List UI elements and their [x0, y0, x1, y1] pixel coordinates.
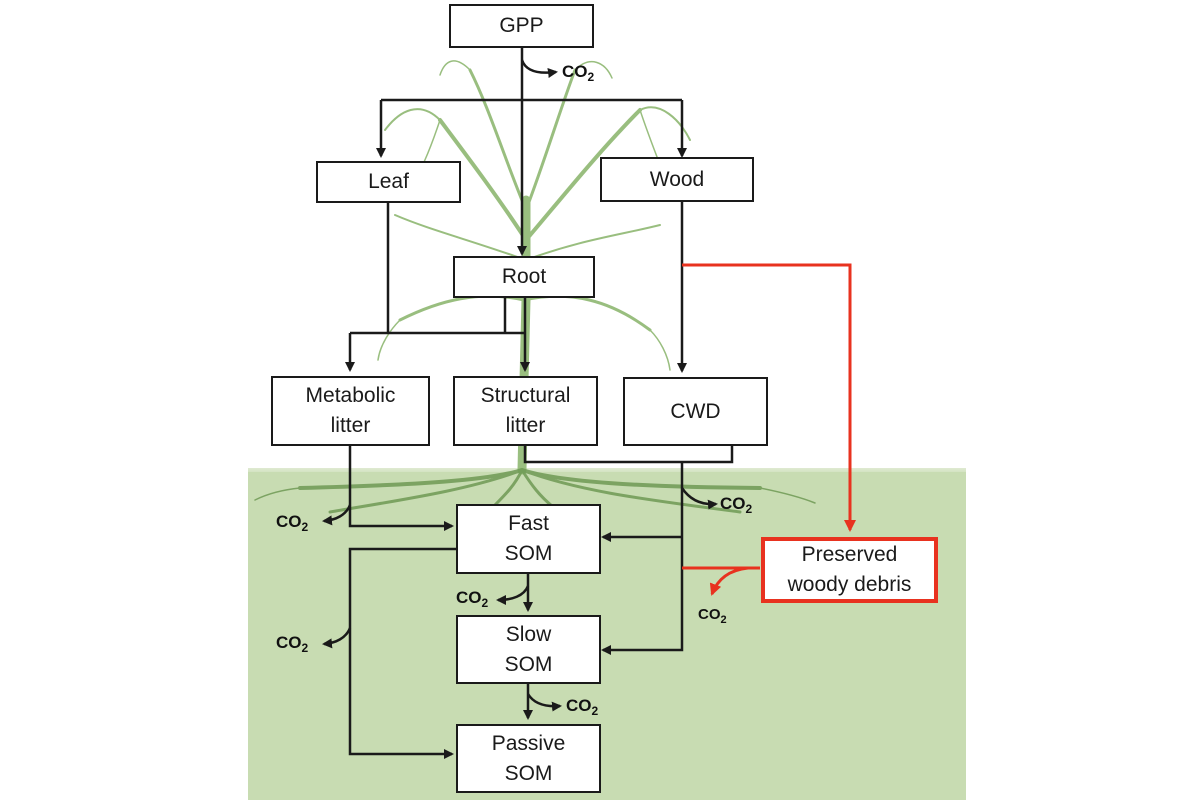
slow-som-box: Slow SOM — [456, 615, 601, 684]
cwd-box: CWD — [623, 377, 768, 446]
co2-label-fast: CO2 — [456, 588, 489, 610]
arrow-slow-co2 — [526, 693, 562, 712]
metabolic-litter-box: Metabolic litter — [271, 376, 430, 446]
arrow-metabolic-fast — [348, 446, 454, 531]
co2-label-gpp: CO2 — [562, 62, 595, 84]
structural-cwd-link — [523, 446, 734, 464]
root-box: Root — [453, 256, 595, 298]
structural-litter-box: Structural litter — [453, 376, 598, 446]
leaf-box: Leaf — [316, 161, 461, 203]
arrow-preserved-co2 — [709, 566, 749, 596]
co2-label-fast-passive: CO2 — [276, 633, 309, 655]
arrow-fast-co2 — [496, 585, 530, 605]
arrow-metabolic-co2 — [322, 504, 352, 526]
co2-label-metabolic: CO2 — [276, 512, 309, 534]
arrow-cwd-co2 — [680, 487, 718, 510]
co2-label-preserved: CO2 — [698, 606, 727, 626]
gpp-box: GPP — [449, 4, 594, 48]
co2-label-cwd: CO2 — [720, 494, 753, 516]
arrow-fast-passive — [348, 547, 456, 759]
passive-som-box: Passive SOM — [456, 724, 601, 793]
wood-box: Wood — [600, 157, 754, 202]
arrow-cwd-slow — [601, 462, 684, 655]
arrow-fast-passive-co2 — [322, 627, 352, 649]
arrow-gpp-co2 — [520, 59, 558, 78]
preserved-woody-debris-box: Preserved woody debris — [761, 537, 938, 603]
co2-label-slow: CO2 — [566, 696, 599, 718]
arrow-wood-preserved — [682, 263, 856, 532]
fast-som-box: Fast SOM — [456, 504, 601, 574]
